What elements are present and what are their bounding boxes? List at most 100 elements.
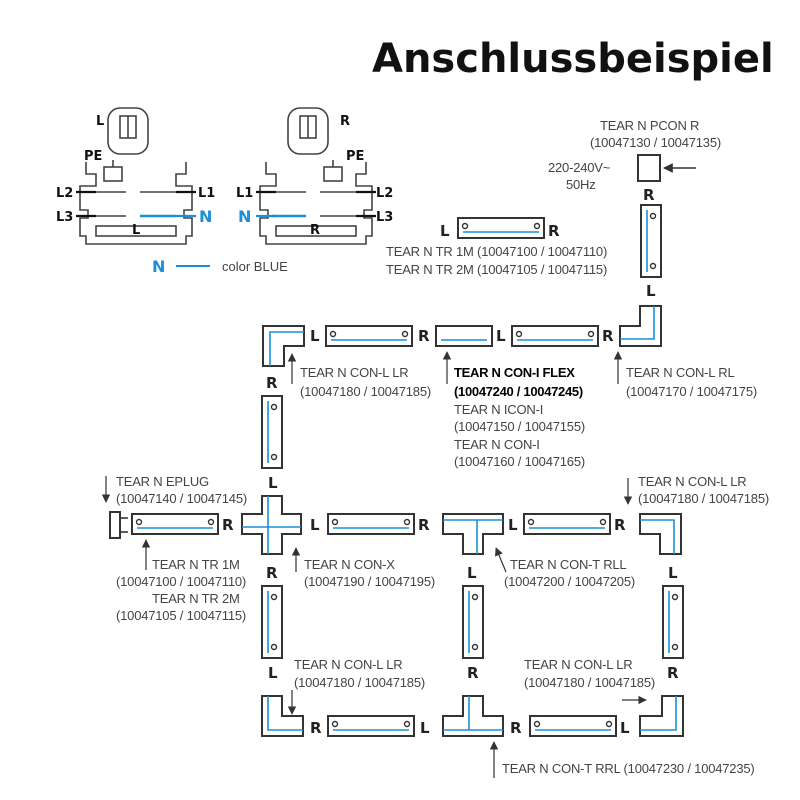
side-label-r: R [614, 516, 626, 534]
eplug-code: (10047140 / 10047145) [116, 491, 247, 506]
side-label-l: L [268, 664, 278, 682]
track-vertical-middle [462, 585, 484, 659]
side-label-r: R [643, 186, 655, 204]
track-row4-b [529, 715, 617, 737]
side-label-r: R [510, 719, 522, 737]
track-row1-a [325, 325, 413, 347]
con-l-lr-bl-name: TEAR N CON-L LR [294, 657, 402, 672]
track-top-single [457, 217, 545, 239]
icon-i-name: TEAR N ICON-I [454, 402, 543, 417]
con-i-name: TEAR N CON-I [454, 437, 540, 452]
connector-l-bottom-right [639, 695, 684, 737]
voltage-label: 220-240V~ [548, 160, 611, 175]
tr-left-name-1: TEAR N TR 1M [152, 557, 240, 572]
phase-label-l3: L3 [376, 210, 393, 225]
side-label-l: L [496, 327, 506, 345]
side-label-l: L [440, 222, 450, 240]
con-l-lr-right-code: (10047180 / 10047185) [638, 491, 769, 506]
track-profile [259, 162, 373, 245]
cross-section-bottom-label: R [310, 223, 320, 238]
icon-i-code: (10047150 / 10047155) [454, 419, 585, 434]
tr-top-label-1: TEAR N TR 1M (10047100 / 10047110) [386, 244, 607, 259]
tr-left-name-2: TEAR N TR 2M [152, 591, 240, 606]
track-vertical-left-bottom [261, 585, 283, 659]
track-row2-a [131, 513, 219, 535]
pcon-name: TEAR N PCON R [600, 118, 699, 133]
track-vertical-right-bottom [662, 585, 684, 659]
con-flex-name: TEAR N CON-I FLEX [454, 365, 575, 380]
pe-label: PE [346, 149, 364, 164]
con-l-lr-right-name: TEAR N CON-L LR [638, 474, 746, 489]
cross-section-right [259, 107, 373, 245]
phase-label-l2: L2 [56, 186, 73, 201]
con-l-lr-br-name: TEAR N CON-L LR [524, 657, 632, 672]
legend-text: color BLUE [222, 259, 288, 274]
side-label-r: R [418, 327, 430, 345]
con-l-lr-br-code: (10047180 / 10047185) [524, 675, 655, 690]
connector-l-top-left [262, 325, 305, 367]
side-label-l: L [310, 516, 320, 534]
side-label-r: R [222, 516, 234, 534]
side-label-r: R [467, 664, 479, 682]
phase-label-l1: L1 [236, 186, 253, 201]
track-profile [79, 162, 193, 245]
pe-terminal [323, 166, 343, 182]
con-t-rrl-label: TEAR N CON-T RRL (10047230 / 10047235) [502, 761, 755, 776]
con-i-code: (10047160 / 10047165) [454, 454, 585, 469]
power-connector [637, 154, 661, 182]
cross-section-side-label: L [96, 114, 104, 129]
cross-section-left [79, 107, 193, 245]
con-l-lr-top-code: (10047180 / 10047185) [300, 384, 431, 399]
end-plug [109, 511, 128, 539]
track-row4-a [327, 715, 415, 737]
side-label-r: R [310, 719, 322, 737]
page-title: Anschlussbeispiel [372, 36, 774, 82]
pcon-code: (10047130 / 10047135) [590, 135, 721, 150]
phase-label-n: N [199, 207, 212, 226]
con-l-lr-top-name: TEAR N CON-L LR [300, 365, 408, 380]
track-row1-b [511, 325, 599, 347]
connector-l-mid-right [639, 513, 682, 555]
con-x-name: TEAR N CON-X [304, 557, 395, 572]
side-label-r: R [418, 516, 430, 534]
frequency-label: 50Hz [566, 177, 596, 192]
side-label-l: L [420, 719, 430, 737]
connector-l-top-right [619, 305, 662, 347]
side-label-l: L [268, 474, 278, 492]
side-label-l: L [646, 282, 656, 300]
connector-l-bottom-left [261, 695, 304, 737]
eplug-name: TEAR N EPLUG [116, 474, 209, 489]
legend-n-letter: N [152, 257, 165, 276]
track-vertical-right-top [640, 204, 662, 278]
track-vertical-left-top [261, 395, 283, 469]
con-t-rll-name: TEAR N CON-T RLL [510, 557, 626, 572]
side-label-r: R [667, 664, 679, 682]
side-label-l: L [310, 327, 320, 345]
phase-label-l3: L3 [56, 210, 73, 225]
side-label-r: R [602, 327, 614, 345]
tr-left-code-1: (10047100 / 10047110) [116, 574, 246, 589]
side-label-r: R [548, 222, 560, 240]
cross-section-bottom-label: L [132, 223, 140, 238]
con-x-code: (10047190 / 10047195) [304, 574, 435, 589]
side-label-l: L [467, 564, 477, 582]
pe-label: PE [84, 149, 102, 164]
track-row2-c [523, 513, 611, 535]
con-l-rl-code: (10047170 / 10047175) [626, 384, 757, 399]
tr-top-label-2: TEAR N TR 2M (10047105 / 10047115) [386, 262, 607, 277]
phase-label-l2: L2 [376, 186, 393, 201]
connector-t-rrl [442, 695, 504, 737]
con-l-rl-name: TEAR N CON-L RL [626, 365, 734, 380]
con-flex-code: (10047240 / 10047245) [454, 384, 583, 399]
connector-i-flex [435, 325, 493, 347]
cross-section-side-label: R [340, 114, 350, 129]
phase-label-l1: L1 [198, 186, 215, 201]
phase-label-n: N [238, 207, 251, 226]
con-l-lr-bl-code: (10047180 / 10047185) [294, 675, 425, 690]
tr-left-code-2: (10047105 / 10047115) [116, 608, 246, 623]
side-label-l: L [620, 719, 630, 737]
side-label-r: R [266, 564, 278, 582]
track-row2-b [327, 513, 415, 535]
side-label-r: R [266, 374, 278, 392]
